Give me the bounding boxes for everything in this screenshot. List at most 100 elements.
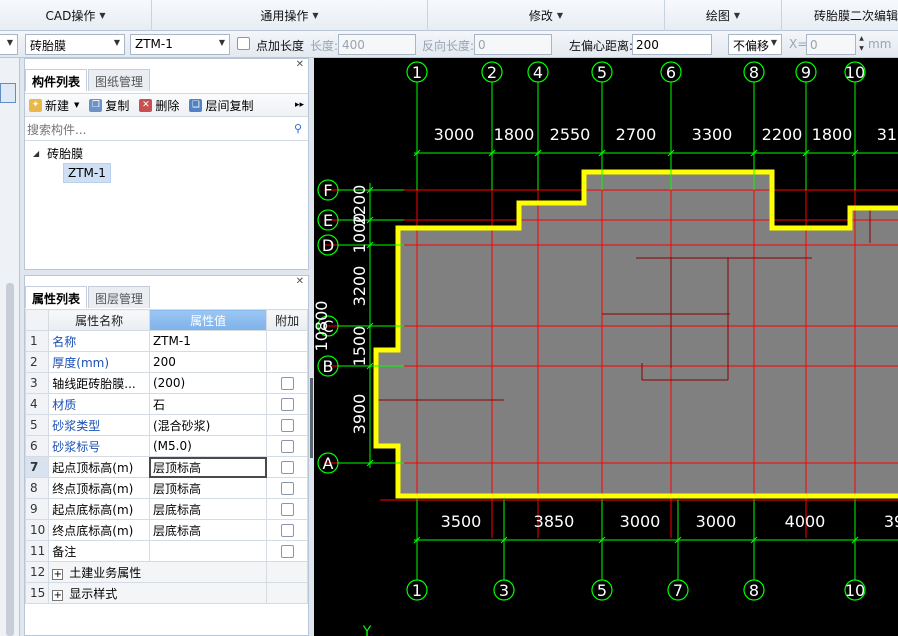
length-input[interactable] (338, 34, 416, 55)
property-name: 起点顶标高(m) (48, 456, 150, 478)
menu-common-ops[interactable]: 通用操作▼ (152, 0, 428, 31)
property-additional-cell (266, 330, 308, 352)
component-name-value: ZTM-1 (135, 37, 173, 51)
floor-select[interactable]: ▼ (0, 34, 18, 55)
property-row[interactable]: 15+显示样式 (24, 582, 308, 604)
left-dock-scrollbar[interactable] (6, 283, 14, 636)
copy-component-button[interactable]: ❐ 复制 (89, 97, 129, 114)
expand-icon[interactable]: + (52, 568, 64, 580)
tree-node-ztm1[interactable]: ZTM-1 (63, 163, 111, 183)
property-value[interactable]: 层底标高 (148, 519, 268, 541)
property-value[interactable]: 层顶标高 (148, 456, 268, 478)
component-type-select[interactable]: 砖胎膜▼ (25, 34, 125, 55)
component-list-panel: ✕ 构件列表 图纸管理 ✦ 新建 ▼ ❐ 复制 ✕ 删除 ❏ 层间复制 ▸▸ ⚲… (24, 58, 309, 270)
property-value[interactable]: 200 (148, 351, 268, 373)
cad-drawing-canvas[interactable]: 1245689103000180025502700330022001800310… (314, 58, 898, 636)
dimension-text-top: 2700 (616, 125, 657, 144)
menu-cad-ops[interactable]: CAD操作▼ (0, 0, 152, 31)
x-coordinate-input[interactable] (806, 34, 856, 55)
dimension-text-bottom: 3500 (441, 512, 482, 531)
axis-bubble-top (795, 61, 817, 83)
property-value[interactable]: (M5.0) (148, 435, 268, 457)
component-search-input[interactable] (27, 121, 287, 139)
property-name: 终点底标高(m) (48, 519, 150, 541)
property-value[interactable]: 石 (148, 393, 268, 415)
tab-component-list[interactable]: 构件列表 (25, 69, 88, 91)
add-length-checkbox[interactable] (237, 37, 250, 50)
property-value[interactable]: 层顶标高 (148, 477, 268, 499)
additional-checkbox[interactable] (280, 440, 294, 453)
property-row-number: 1 (24, 330, 50, 352)
chevron-down-icon: ▼ (218, 38, 225, 47)
floor-copy-button[interactable]: ❏ 层间复制 (189, 97, 253, 114)
axis-label-top: 1 (412, 63, 422, 82)
component-name-select[interactable]: ZTM-1 ▼ (130, 34, 230, 55)
splitter-grip[interactable] (310, 378, 313, 458)
x-coordinate-spinner[interactable]: ▲▼ (859, 35, 864, 52)
reverse-length-label: 反向长度: (422, 39, 475, 53)
property-value[interactable] (148, 540, 268, 562)
property-group-label: 显示样式 (69, 586, 118, 601)
unit-label: mm (868, 37, 892, 51)
expand-icon[interactable]: + (52, 589, 64, 601)
additional-checkbox[interactable] (280, 524, 294, 537)
property-value[interactable]: ZTM-1 (148, 330, 268, 352)
property-value[interactable]: 层底标高 (148, 498, 268, 520)
axis-bubble-top (660, 61, 682, 83)
additional-checkbox[interactable] (280, 398, 294, 411)
offset-mode-select[interactable]: 不偏移▼ (728, 34, 782, 55)
property-additional-cell (266, 414, 308, 436)
property-row[interactable]: 12+土建业务属性 (24, 561, 308, 583)
property-name: 起点底标高(m) (48, 498, 150, 520)
navigation-tree-icon[interactable] (0, 83, 16, 103)
tab-property-list[interactable]: 属性列表 (25, 286, 88, 308)
reverse-length-input[interactable] (474, 34, 552, 55)
header-property-value: 属性值 (148, 309, 268, 331)
additional-checkbox[interactable] (280, 482, 294, 495)
menu-secondary-edit[interactable]: 砖胎膜二次编辑 (782, 0, 898, 31)
menu-draw[interactable]: 绘图▼ (665, 0, 782, 31)
delete-component-button[interactable]: ✕ 删除 (139, 97, 179, 114)
new-component-button[interactable]: ✦ 新建 ▼ (29, 97, 79, 114)
property-row-number: 4 (24, 393, 50, 415)
tree-node-root[interactable]: ◢ 砖胎膜 (33, 145, 83, 162)
tree-node-ztm1-label: ZTM-1 (68, 166, 106, 180)
property-value[interactable]: (混合砂浆) (148, 414, 268, 436)
additional-checkbox[interactable] (280, 461, 294, 474)
tab-layer-management[interactable]: 图层管理 (88, 286, 151, 308)
dimension-text-left-overall: 10800 (314, 301, 331, 352)
tab-drawing-management[interactable]: 图纸管理 (88, 69, 151, 91)
additional-checkbox[interactable] (280, 377, 294, 390)
close-icon[interactable]: ✕ (295, 276, 304, 287)
panel-splitter[interactable] (309, 58, 314, 636)
menu-modify[interactable]: 修改▼ (428, 0, 665, 31)
axis-label-top: 5 (597, 63, 607, 82)
additional-checkbox[interactable] (280, 503, 294, 516)
close-icon[interactable]: ✕ (295, 59, 304, 70)
axis-label-bottom: 10 (845, 581, 865, 600)
axis-bubble-left (317, 234, 339, 256)
left-offset-input[interactable] (632, 34, 712, 55)
more-icon[interactable]: ▸▸ (294, 100, 304, 110)
additional-checkbox[interactable] (280, 545, 294, 558)
axis-label-top: 8 (749, 63, 759, 82)
tree-collapse-icon[interactable]: ◢ (33, 149, 40, 158)
cad-drawing[interactable]: 1245689103000180025502700330022001800310… (314, 58, 898, 636)
property-value[interactable]: (200) (148, 372, 268, 394)
search-icon[interactable]: ⚲ (293, 122, 302, 135)
additional-checkbox[interactable] (280, 419, 294, 432)
property-row-number: 6 (24, 435, 50, 457)
component-panel-tabs: 构件列表 图纸管理 (25, 69, 151, 91)
